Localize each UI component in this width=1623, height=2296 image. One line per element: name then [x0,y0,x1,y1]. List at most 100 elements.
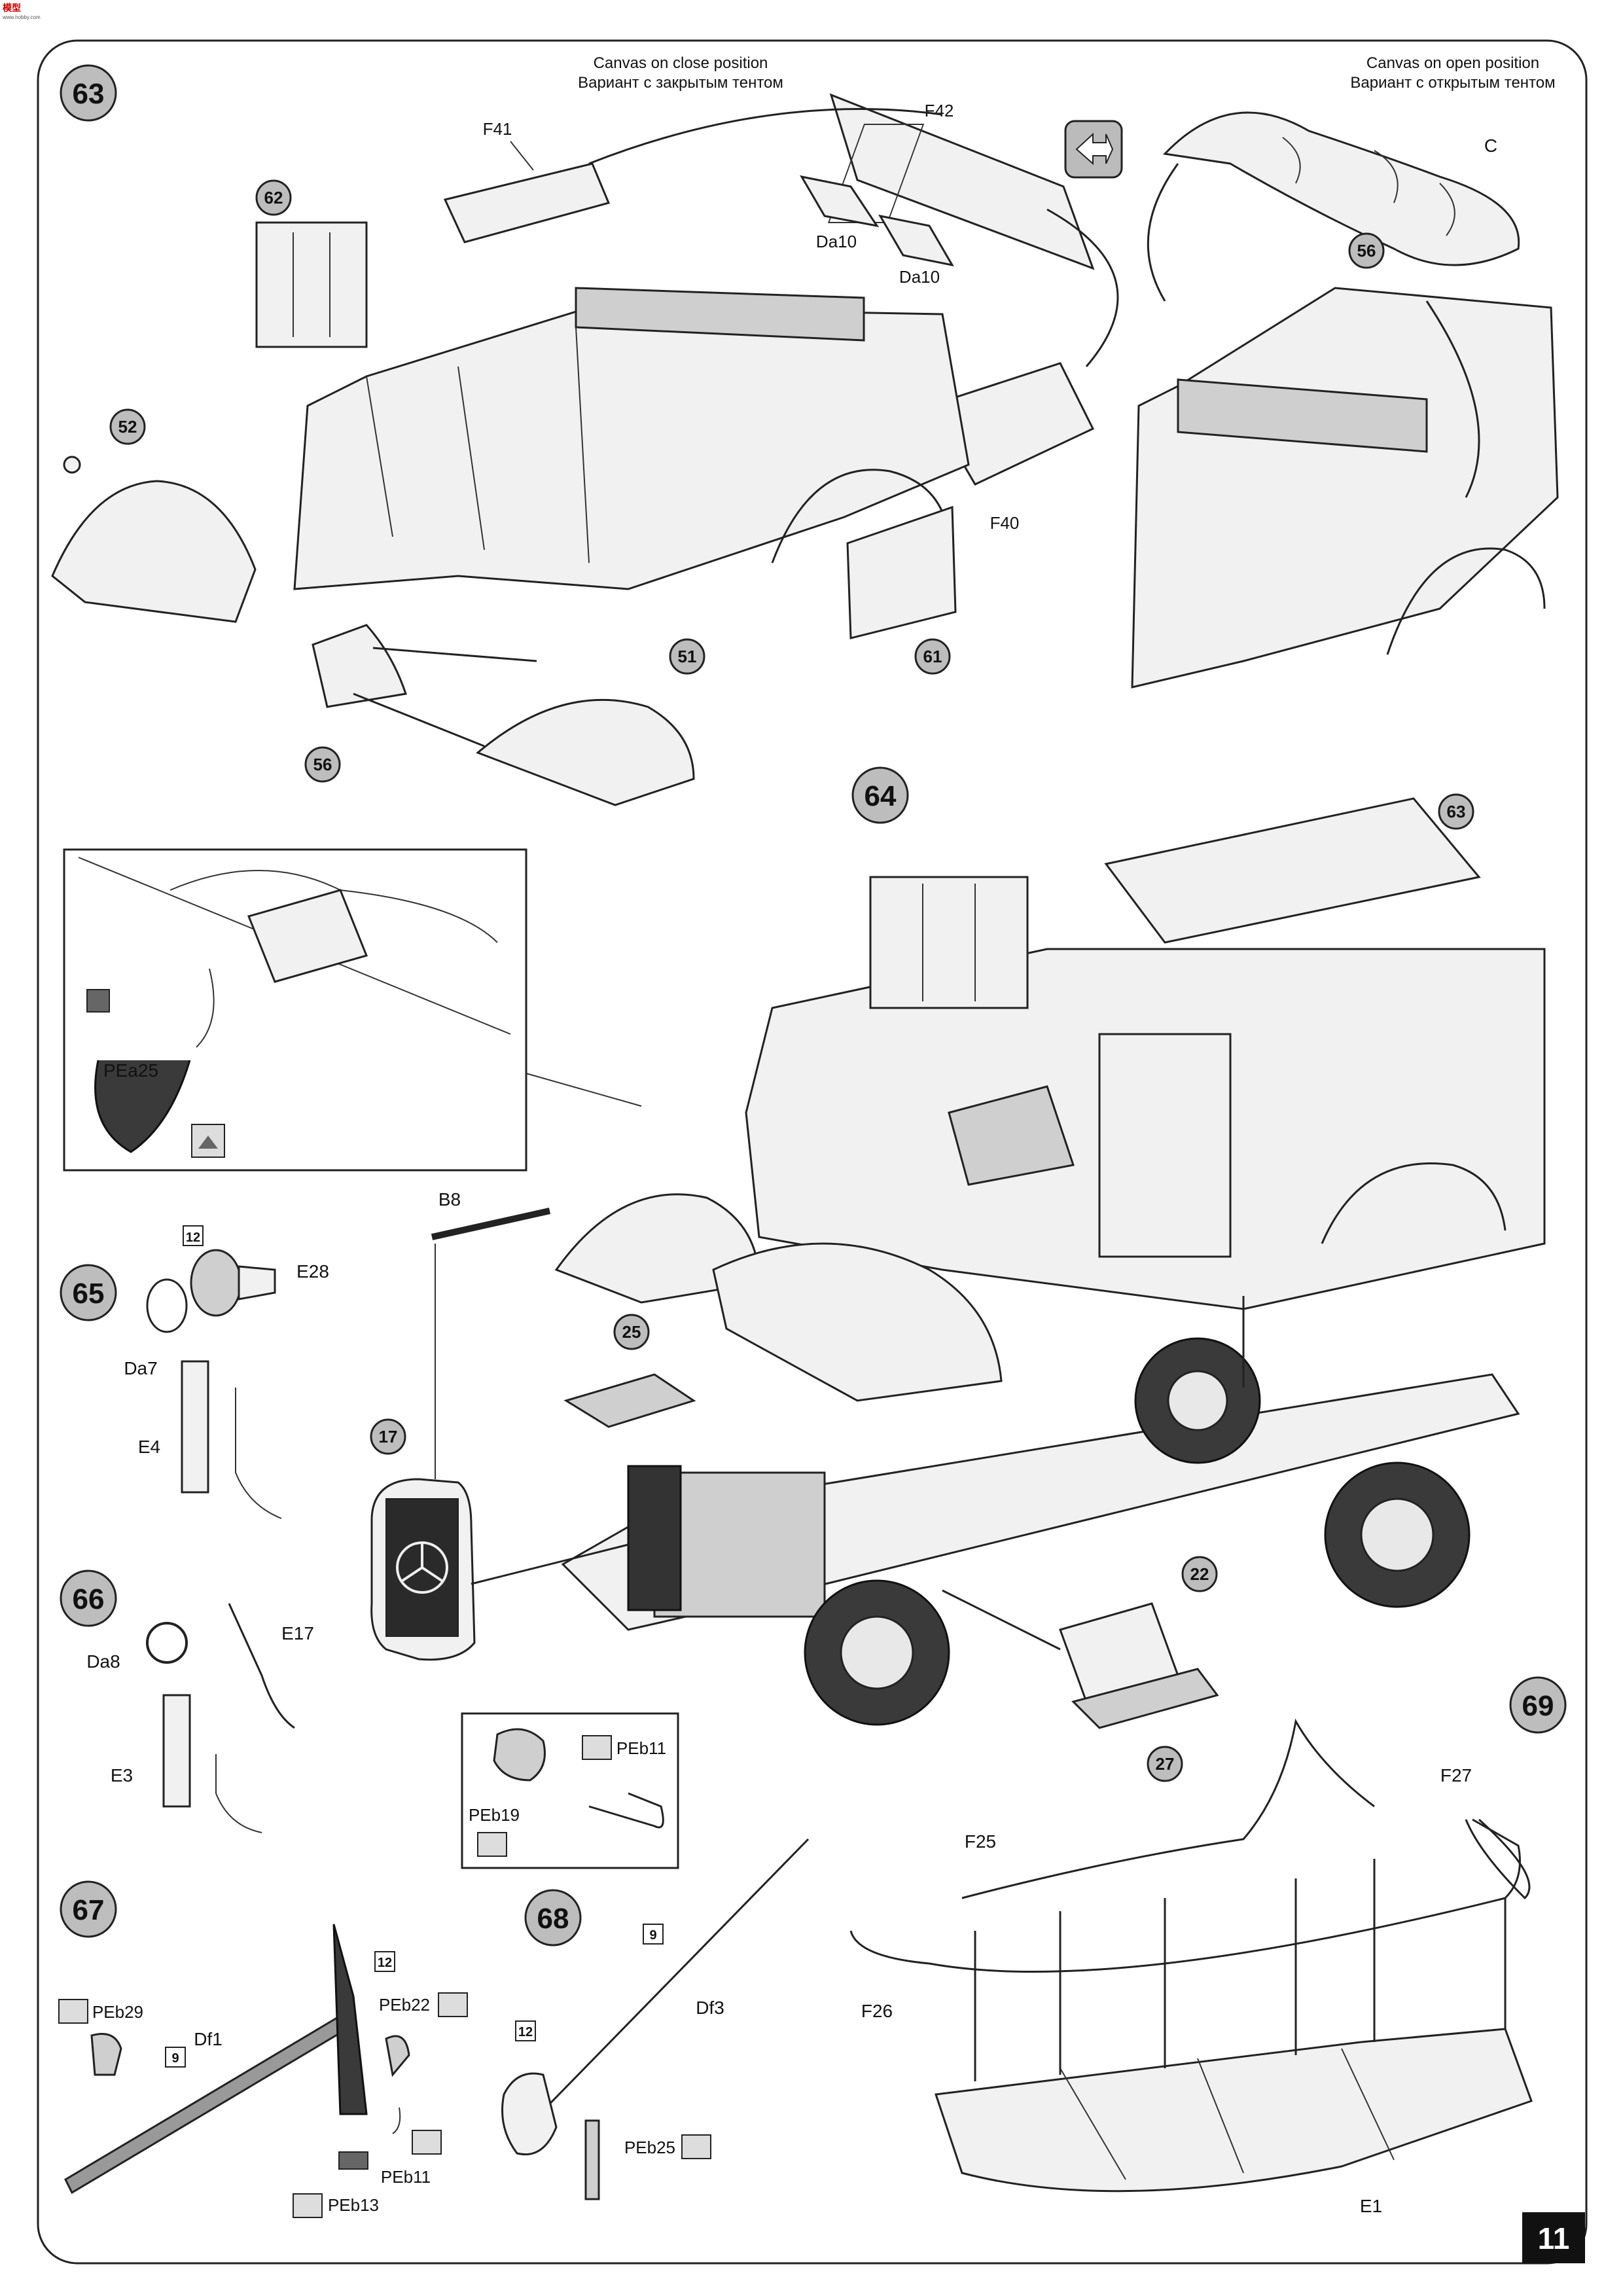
subassy-63: 63 [1447,802,1466,821]
label-F26: F26 [861,2001,893,2021]
paint-code-12c-text: 12 [518,2025,533,2039]
step-69-group: 69 F27 F25 F26 E1 [849,1676,1567,2216]
fold-up-icon-peb11 [582,1735,612,1760]
subassy-22-badge [1181,1556,1218,1592]
subassy-61-badge [914,638,951,675]
rear-panel-61 [846,505,957,639]
subassy-56b: 56 [1357,241,1376,260]
step-63-open-group: Canvas on open position Вариант с открыт… [1131,54,1559,689]
paint-code-12a-text: 12 [186,1230,200,1245]
inset-bumper-bracket [247,889,368,983]
canvas-open-ru: Вариант с открытым тентом [1350,74,1555,92]
paint-code-12a [183,1225,204,1246]
label-PEb22: PEb22 [379,1995,430,2015]
label-Df3: Df3 [696,1998,724,2018]
label-C: C [1484,135,1497,156]
paint-code-12b [374,1951,395,1972]
pe-part-icon [86,989,110,1013]
engine-block [653,1471,826,1618]
double-arrow-icon [1075,132,1114,166]
page-frame [37,39,1588,2265]
rear-fender-64 [1321,1162,1507,1244]
ring-da8 [146,1622,188,1664]
bracket-e3 [162,1694,191,1808]
paint-code-9a-text: 9 [171,2051,179,2066]
subassy-27: 27 [1156,1754,1175,1774]
tow-chain-pea25 [94,1060,191,1153]
fold-up-icon-peb13 [293,2193,323,2218]
subassy-62-badge [255,179,292,216]
bow-f26 [849,1818,1521,1973]
step-63-badge [60,64,117,122]
label-Da7: Da7 [124,1358,157,1378]
step-66-badge [60,1570,117,1627]
label-E17: E17 [281,1623,314,1643]
e3-arm [215,1754,262,1833]
rod-b8 [431,1208,551,1240]
clip-peb11-b [392,2107,401,2134]
alternative-icon [1064,120,1123,179]
page-number-box [1522,2212,1585,2263]
label-PEb25: PEb25 [624,2138,675,2157]
paint-code-9b-text: 9 [649,1928,656,1943]
step-65-badge [60,1264,117,1321]
subassy-27-badge [1147,1746,1183,1782]
seat-64 [948,1085,1075,1186]
step-68-number: 68 [537,1903,569,1935]
strap-peb25 [584,2119,600,2200]
label-PEb19: PEb19 [469,1805,520,1825]
window-da10-a [800,175,880,228]
label-F42: F42 [925,101,954,120]
subassy-17: 17 [379,1427,398,1446]
pickaxe-head [332,1924,368,2115]
window-frame-62 [255,221,368,348]
subassy-25-badge [613,1314,650,1350]
step-64-group: 64 PEa25 63 B8 25 [63,766,1546,1782]
label-PEb11-b: PEb11 [381,2167,431,2187]
arrows-63-fender [353,647,537,747]
label-B8: B8 [438,1189,461,1210]
mercedes-star-icon [396,1541,448,1594]
roof-panel-f42 [829,93,1095,270]
fold-up-icon-peb29 [58,1999,88,2024]
bow-f27 [1465,1818,1531,1900]
paint-code-9b [643,1924,664,1945]
e4-arm [235,1388,282,1519]
label-PEb13: PEb13 [328,2195,379,2215]
canvas-roof-63 [1104,797,1481,944]
label-Da10-a: Da10 [816,232,857,251]
clamp-peb22 [385,2035,410,2077]
fold-up-icon-peb25 [681,2134,711,2159]
subassy-25: 25 [622,1322,641,1342]
label-F40: F40 [990,513,1020,533]
step-67-badge [60,1880,117,1938]
label-PEb29: PEb29 [92,2002,143,2022]
subassy-52: 52 [118,417,137,437]
canvas-folds [1282,137,1455,236]
rear-fender-63 [771,469,950,564]
step-63-group: 63 Canvas on close position Вариант с за… [51,54,1119,806]
label-Da8: Da8 [86,1651,120,1672]
seat-bench-63 [575,287,865,342]
up-arrow-icon [198,1136,218,1149]
leader-f41 [510,141,534,171]
bracket-e4 [181,1360,209,1494]
arrow-canvas-top [588,108,943,165]
step-66-number: 66 [73,1583,105,1615]
rolled-canvas-c [1162,111,1520,266]
fold-up-icon-peb19 [477,1832,507,1857]
subassy-63-badge [1438,793,1474,830]
label-F27: F27 [1440,1765,1472,1785]
subassy-51-badge [669,638,705,675]
step-plate-27 [1071,1668,1219,1729]
label-F25: F25 [965,1831,996,1852]
subassy-56: 56 [313,755,332,774]
seat-bench-open [1177,378,1428,453]
windshield-frame-64 [869,876,1029,1009]
logo-subtext: www.hobby.com [3,14,41,20]
headlight-housing [190,1249,242,1317]
label-E4: E4 [138,1437,160,1457]
step-68-badge [524,1889,582,1946]
subassy-52-badge [109,408,146,445]
chain-leader [196,968,215,1048]
